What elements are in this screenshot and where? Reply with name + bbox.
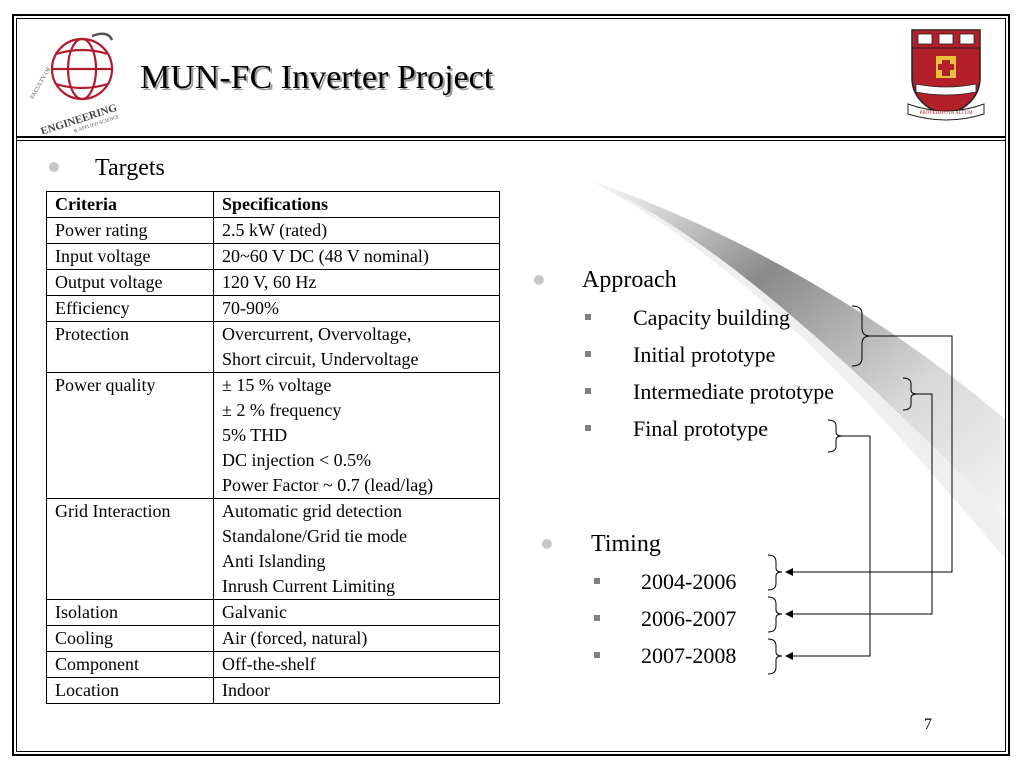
targets-heading: Targets — [95, 155, 165, 181]
spec-line: Power Factor ~ 0.7 (lead/lag) — [222, 475, 434, 495]
slide-frame-outer — [12, 14, 1010, 756]
approach-item: Capacity building — [633, 305, 791, 330]
header-divider-thin — [16, 140, 1006, 141]
targets-table: Criteria Specifications Power rating 2.5… — [46, 191, 500, 704]
spec-cell: 20~60 V DC (48 V nominal) — [213, 243, 500, 270]
approach-item-bullet — [585, 388, 591, 394]
table-row: Power quality ± 15 % voltage ± 2 % frequ… — [46, 372, 500, 499]
criteria-cell: Input voltage — [46, 243, 214, 270]
spec-cell: Air (forced, natural) — [213, 625, 500, 652]
approach-bullet — [534, 275, 544, 285]
spec-line: ± 15 % voltage — [222, 375, 332, 395]
spec-cell: Indoor — [213, 677, 500, 704]
criteria-cell: Component — [46, 651, 214, 678]
timing-item-bullet — [594, 615, 600, 621]
university-crest-icon: PROVEHITO IN ALTUM — [907, 29, 985, 121]
table-row: Output voltage 120 V, 60 Hz — [46, 269, 500, 296]
approach-item: Initial prototype — [633, 342, 776, 367]
table-row: Isolation Galvanic — [46, 599, 500, 626]
criteria-cell: Isolation — [46, 599, 214, 626]
spec-cell: Automatic grid detection Standalone/Grid… — [213, 498, 500, 600]
criteria-cell: Protection — [46, 321, 214, 373]
spec-cell: 120 V, 60 Hz — [213, 269, 500, 296]
globe-logo-icon: FACULTY OF ENGINEERING & APPLIED SCIENCE — [30, 32, 120, 134]
spec-cell: 70-90% — [213, 295, 500, 322]
spec-cell: Off-the-shelf — [213, 651, 500, 678]
crest-motto: PROVEHITO IN ALTUM — [919, 111, 973, 116]
spec-line: Standalone/Grid tie mode — [222, 526, 407, 546]
criteria-cell: Efficiency — [46, 295, 214, 322]
approach-item-bullet — [585, 351, 591, 357]
table-row: Protection Overcurrent, Overvoltage, Sho… — [46, 321, 500, 373]
timing-heading: Timing — [591, 531, 661, 557]
spec-cell: ± 15 % voltage ± 2 % frequency 5% THD DC… — [213, 372, 500, 499]
spec-line: ± 2 % frequency — [222, 400, 342, 420]
timing-bullet — [542, 539, 552, 549]
table-row: Location Indoor — [46, 677, 500, 704]
criteria-cell: Output voltage — [46, 269, 214, 296]
table-row: Power rating 2.5 kW (rated) — [46, 217, 500, 244]
spec-line: 20~60 V DC (48 V nominal) — [222, 246, 429, 266]
spec-line: DC injection < 0.5% — [222, 450, 372, 470]
spec-line: 5% THD — [222, 425, 288, 445]
spec-line: Short circuit, Undervoltage — [222, 349, 419, 369]
spec-line: Inrush Current Limiting — [222, 576, 395, 596]
timing-item: 2007-2008 — [641, 643, 737, 668]
slide-frame-inner — [16, 18, 1006, 752]
slide-title: MUN-FC Inverter Project — [140, 59, 494, 96]
approach-heading: Approach — [582, 267, 677, 293]
criteria-cell: Cooling — [46, 625, 214, 652]
approach-item: Final prototype — [633, 416, 769, 441]
table-header-specifications: Specifications — [213, 191, 500, 218]
table-row: Cooling Air (forced, natural) — [46, 625, 500, 652]
spec-cell: Galvanic — [213, 599, 500, 626]
logo-text-top: FACULTY OF — [30, 66, 53, 100]
spec-line: Anti Islanding — [222, 551, 326, 571]
timing-item-bullet — [594, 652, 600, 658]
approach-item: Intermediate prototype — [633, 379, 834, 404]
table-row: Grid Interaction Automatic grid detectio… — [46, 498, 500, 600]
spec-cell: 2.5 kW (rated) — [213, 217, 500, 244]
page-number: 7 — [924, 716, 932, 733]
spec-line: Overcurrent, Overvoltage, — [222, 324, 412, 344]
spec-line: 120 V, 60 Hz — [222, 272, 317, 292]
approach-item-bullet — [585, 425, 591, 431]
spec-line: Indoor — [222, 680, 270, 700]
targets-bullet — [49, 162, 59, 172]
spec-line: Off-the-shelf — [222, 654, 316, 674]
criteria-cell: Grid Interaction — [46, 498, 214, 600]
timing-item: 2004-2006 — [641, 569, 737, 594]
table-row: Efficiency 70-90% — [46, 295, 500, 322]
criteria-cell: Power rating — [46, 217, 214, 244]
spec-cell: Overcurrent, Overvoltage, Short circuit,… — [213, 321, 500, 373]
header-divider — [16, 136, 1006, 138]
table-header-criteria: Criteria — [46, 191, 214, 218]
table-row: Input voltage 20~60 V DC (48 V nominal) — [46, 243, 500, 270]
timing-item: 2006-2007 — [641, 606, 737, 631]
criteria-cell: Location — [46, 677, 214, 704]
spec-line: Galvanic — [222, 602, 287, 622]
criteria-cell: Power quality — [46, 372, 214, 499]
approach-item-bullet — [585, 314, 591, 320]
timing-item-bullet — [594, 578, 600, 584]
spec-line: Automatic grid detection — [222, 501, 402, 521]
table-row: Component Off-the-shelf — [46, 651, 500, 678]
spec-line: 70-90% — [222, 298, 279, 318]
spec-line: 2.5 kW (rated) — [222, 220, 328, 240]
spec-line: Air (forced, natural) — [222, 628, 368, 648]
